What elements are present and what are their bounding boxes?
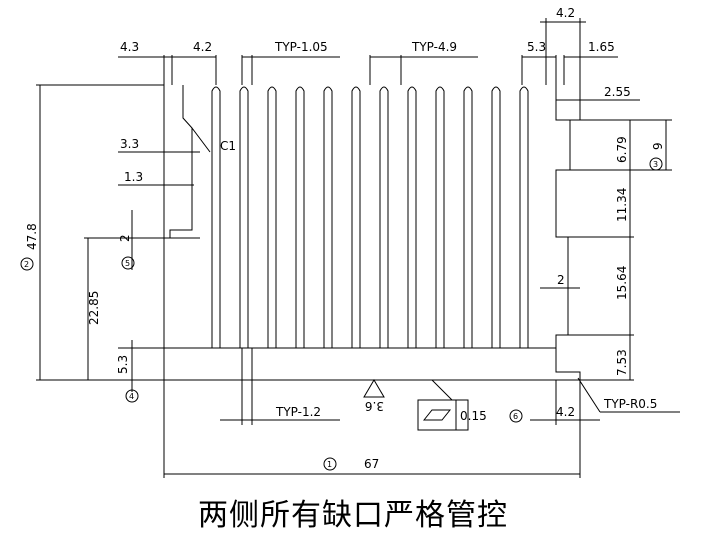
fin	[239, 86, 249, 348]
fin	[407, 86, 417, 348]
dim-3-6: 3.6	[365, 399, 384, 413]
right-dimensions: 6.79 9 11.34 15.64 7.53 2 3	[540, 119, 672, 381]
dim-4-3: 4.3	[120, 40, 139, 54]
dim-0-15: 0.15	[460, 409, 487, 423]
dim-3-3: 3.3	[120, 137, 139, 151]
fin	[463, 86, 473, 348]
dim-11-34: 11.34	[615, 188, 629, 222]
dim-6-79: 6.79	[615, 136, 629, 163]
dim-2-right: 2	[557, 273, 565, 287]
fin	[323, 86, 333, 348]
fin	[267, 86, 277, 348]
balloon-5: 5	[125, 259, 130, 268]
dim-5-3-top: 5.3	[527, 40, 546, 54]
balloon-4: 4	[129, 392, 134, 401]
flatness-frame	[417, 399, 469, 431]
dim-typ-4-9: TYP-4.9	[411, 40, 457, 54]
surface-finish-symbol	[363, 379, 385, 398]
left-groove	[169, 85, 200, 239]
dim-typ-1-05: TYP-1.05	[274, 40, 328, 54]
dim-7-53: 7.53	[615, 349, 629, 376]
fin	[351, 86, 361, 348]
dim-67: 67	[364, 457, 379, 471]
balloon-2: 2	[24, 260, 29, 269]
drawing-note: 两侧所有缺口严格管控	[198, 498, 508, 533]
dim-4-2-right: 4.2	[556, 6, 575, 20]
dim-1-3: 1.3	[124, 170, 143, 184]
dim-5-3-bottom: 5.3	[116, 355, 130, 374]
dim-4-2-top: 4.2	[193, 40, 212, 54]
fins-group	[211, 86, 529, 348]
balloon-1: 1	[327, 460, 332, 469]
dim-15-64: 15.64	[615, 266, 629, 300]
fin	[435, 86, 445, 348]
dim-typ-1-2: TYP-1.2	[275, 405, 321, 419]
fin	[379, 86, 389, 348]
dim-c1: C1	[220, 139, 236, 153]
fin	[519, 86, 529, 348]
balloon-3: 3	[653, 160, 658, 169]
heatsink-profile	[163, 85, 581, 381]
outer-profile	[163, 85, 581, 381]
dim-9: 9	[651, 142, 665, 150]
dim-22-85: 22.85	[87, 291, 101, 325]
dim-47-8: 47.8	[25, 223, 39, 250]
left-dimensions: 3.3 C1 1.3 2 5 47.8 2 22.85 5.3 4	[20, 84, 236, 403]
dim-1-65: 1.65	[588, 40, 615, 54]
bottom-dimensions: TYP-1.2 3.6 0.15 6 4.2 TYP-R0.5 1 67	[163, 348, 680, 478]
fin	[295, 86, 305, 348]
fin	[491, 86, 501, 348]
top-dimensions: 4.3 4.2 TYP-1.05 TYP-4.9 5.3 1.65 4.2 2.…	[118, 6, 640, 120]
dim-typ-r0-5: TYP-R0.5	[603, 397, 657, 411]
fin	[211, 86, 221, 348]
flatness-icon	[422, 409, 452, 421]
dim-4-2-bottom: 4.2	[556, 405, 575, 419]
balloon-6: 6	[513, 412, 518, 421]
dim-2-55: 2.55	[604, 85, 631, 99]
